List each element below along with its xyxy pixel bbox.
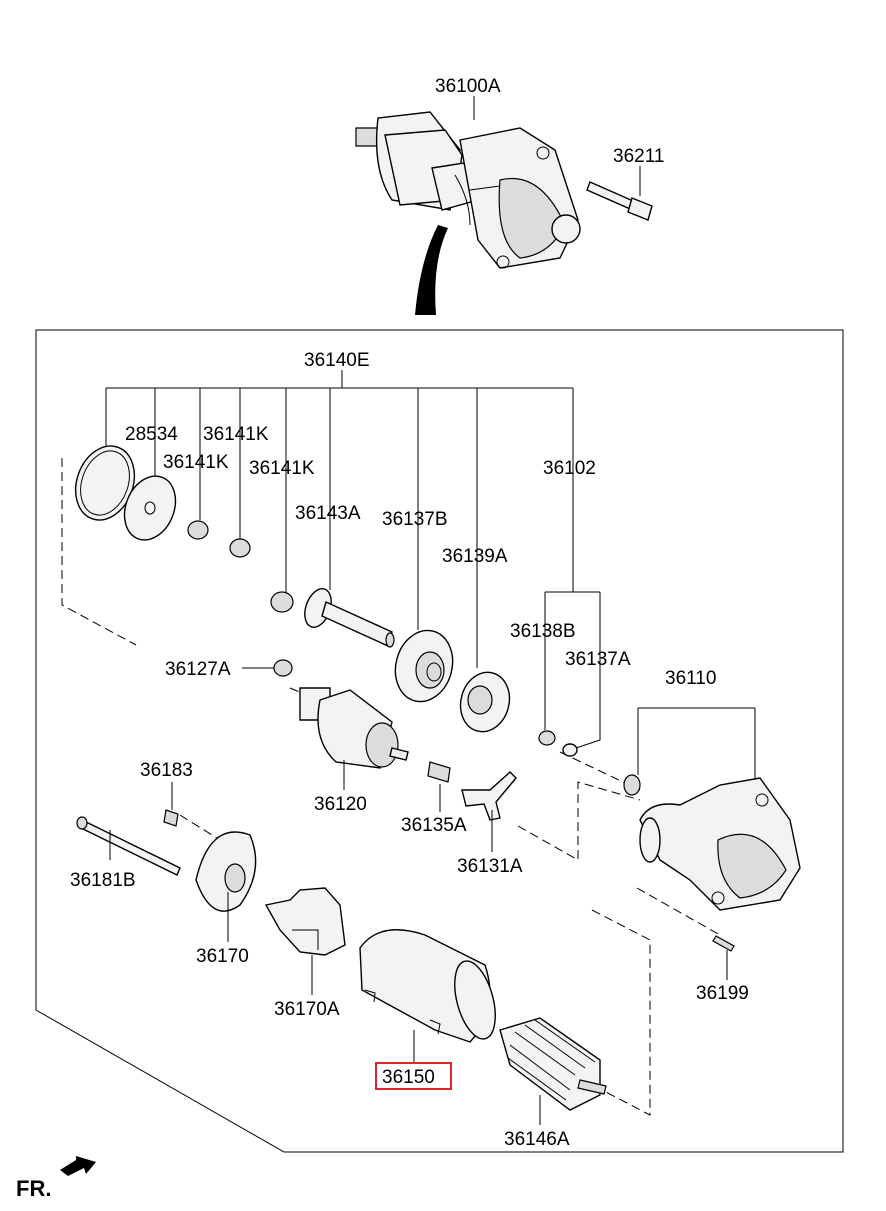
exploded-view-frame bbox=[35, 329, 844, 1153]
pinion-36139a-part[interactable] bbox=[454, 667, 516, 737]
label-36131a[interactable]: 36131A bbox=[457, 856, 523, 877]
label-36141k-c[interactable]: 36141K bbox=[249, 458, 315, 479]
front-arrow-icon bbox=[60, 1156, 96, 1176]
label-36137b[interactable]: 36137B bbox=[382, 509, 448, 530]
bolt-36199-part[interactable] bbox=[712, 935, 735, 952]
housing-36110-part[interactable] bbox=[623, 774, 801, 911]
nut-36127a-part[interactable] bbox=[273, 659, 293, 677]
label-36139a[interactable]: 36139A bbox=[442, 546, 508, 567]
label-36143a[interactable]: 36143A bbox=[295, 503, 361, 524]
label-36138b[interactable]: 36138B bbox=[510, 621, 576, 642]
gear-36141k-c-part[interactable] bbox=[270, 591, 294, 613]
front-direction-marker: FR. bbox=[16, 1156, 96, 1201]
label-36140e[interactable]: 36140E bbox=[304, 350, 370, 371]
label-36137a[interactable]: 36137A bbox=[565, 649, 631, 670]
label-36181b[interactable]: 36181B bbox=[70, 870, 136, 891]
lever-36131a-part[interactable] bbox=[461, 771, 517, 821]
starter-motor-assembly[interactable] bbox=[355, 111, 581, 269]
label-36127a[interactable]: 36127A bbox=[165, 659, 231, 680]
label-36211[interactable]: 36211 bbox=[613, 146, 664, 167]
bush-36138b-part[interactable] bbox=[538, 730, 556, 746]
solenoid-36120-part[interactable] bbox=[299, 687, 409, 769]
label-36120[interactable]: 36120 bbox=[314, 794, 367, 815]
gear-36141k-b-part[interactable] bbox=[229, 538, 251, 558]
label-28534[interactable]: 28534 bbox=[125, 424, 178, 445]
screw-36183-part[interactable] bbox=[163, 809, 179, 827]
label-36170[interactable]: 36170 bbox=[196, 946, 249, 967]
label-36100a[interactable]: 36100A bbox=[435, 76, 501, 97]
label-36170a[interactable]: 36170A bbox=[274, 999, 340, 1020]
kit-leader-tree bbox=[105, 370, 756, 785]
highlight-box-36150 bbox=[375, 1062, 452, 1090]
plate-part[interactable] bbox=[115, 468, 184, 547]
end-frame-36170-part[interactable] bbox=[195, 831, 257, 912]
label-36199[interactable]: 36199 bbox=[696, 983, 749, 1004]
gear-36141k-a-part[interactable] bbox=[187, 520, 209, 540]
ring-36137a-part[interactable] bbox=[562, 743, 578, 757]
alignment-dashes bbox=[61, 458, 721, 1116]
through-bolt-36181b-part[interactable] bbox=[76, 816, 181, 876]
holder-36135a-part[interactable] bbox=[427, 761, 451, 783]
brush-holder-36170a-part[interactable] bbox=[264, 887, 346, 956]
armature-36146a-part[interactable] bbox=[499, 1017, 607, 1111]
shaft-36143a-part[interactable] bbox=[300, 585, 395, 648]
part-leaders bbox=[109, 96, 728, 1125]
front-label: FR. bbox=[16, 1176, 51, 1201]
label-36146a[interactable]: 36146A bbox=[504, 1129, 570, 1150]
label-36150[interactable]: 36150 bbox=[382, 1067, 435, 1088]
label-36183[interactable]: 36183 bbox=[140, 760, 193, 781]
label-36141k-a[interactable]: 36141K bbox=[203, 424, 269, 445]
clutch-36137b-part[interactable] bbox=[388, 624, 461, 708]
label-36110[interactable]: 36110 bbox=[665, 668, 716, 689]
label-36102[interactable]: 36102 bbox=[543, 458, 596, 479]
label-36135a[interactable]: 36135A bbox=[401, 815, 467, 836]
bolt-36211-part[interactable] bbox=[586, 181, 653, 221]
label-36141k-b[interactable]: 36141K bbox=[163, 452, 229, 473]
yoke-36150-part[interactable] bbox=[359, 929, 503, 1044]
assembly-pointer-arrow bbox=[415, 225, 448, 315]
